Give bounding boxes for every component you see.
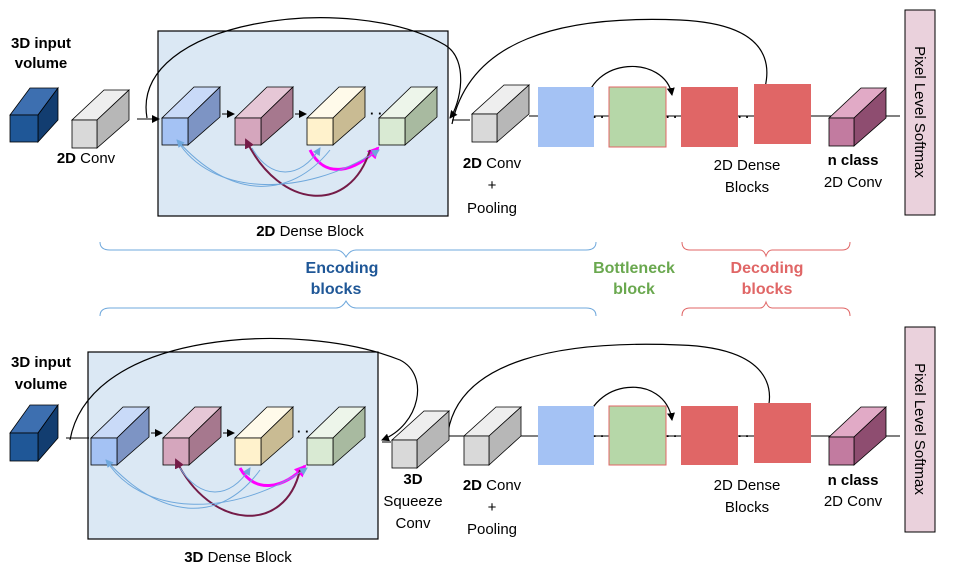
bottom-nclass-label-2: 2D Conv <box>824 493 883 510</box>
bottom-decoding-square-1 <box>681 406 738 465</box>
top-softmax-box <box>904 9 936 216</box>
top-input-label-1: 3D input <box>11 35 71 52</box>
top-pool-label-2: + <box>488 177 497 194</box>
top-dense-block-label: 2D Dense Block <box>256 223 364 240</box>
bottleneck-label-2: block <box>613 281 655 298</box>
bottom-pool-label-1: 2D Conv <box>463 477 522 494</box>
bottom-input-label-2: volume <box>15 376 68 393</box>
encoding-label-2: blocks <box>311 281 362 298</box>
top-input-cube <box>9 86 59 144</box>
top-decoding-square-2 <box>754 84 811 144</box>
bottom-softmax-box <box>904 326 936 533</box>
top-encoding-square <box>538 87 594 147</box>
top-conv-label: 2D Conv <box>57 150 116 167</box>
top-nclass-label-2: 2D Conv <box>824 174 883 191</box>
top-nclass-label-1: n class <box>828 152 879 169</box>
bottom-ellipsis-3: · · <box>738 429 749 443</box>
top-conv-cube <box>70 89 131 149</box>
bottom-dense-blocks-label-1: 2D Dense <box>714 477 781 494</box>
top-dense-cube-4 <box>378 86 438 146</box>
bottom-pool-label-2: + <box>488 499 497 516</box>
bottom-blue-arrow-2 <box>105 459 308 505</box>
top-pool-label-3: Pooling <box>467 200 517 217</box>
bottom-dense-cube-3 <box>234 406 294 466</box>
bottleneck-label-1: Bottleneck <box>593 260 675 277</box>
decoding-brace-bottom <box>681 300 851 317</box>
top-pool-cube <box>470 84 531 143</box>
bottom-dense-cube-4 <box>306 406 366 466</box>
encoding-label-1: Encoding <box>306 260 379 277</box>
top-nclass-cube <box>827 87 888 147</box>
top-dense-ellipsis: · · <box>370 106 382 121</box>
encoding-brace-top <box>99 241 597 259</box>
bottom-pool-label-3: Pooling <box>467 521 517 538</box>
bottom-dense-ellipsis: · · <box>297 424 309 439</box>
top-pool-label-1: 2D Conv <box>463 155 522 172</box>
decoding-label-2: blocks <box>742 281 793 298</box>
bottom-input-label-1: 3D input <box>11 354 71 371</box>
bottom-bottleneck-square <box>608 405 667 466</box>
bottom-ellipsis-1: · · <box>593 429 604 443</box>
top-architecture: 3D input volume 2D Conv <box>9 9 936 240</box>
bottom-dense-cube-1 <box>90 406 150 466</box>
bottom-skip-arc-outer <box>69 337 419 442</box>
top-dense-blocks-label-2: Blocks <box>725 179 769 196</box>
legend: Encoding blocks Bottleneck block Decodin… <box>99 241 851 317</box>
top-ellipsis-2: · · <box>666 110 677 124</box>
bottom-maroon-arrow <box>175 458 301 517</box>
decoding-label-1: Decoding <box>731 260 804 277</box>
top-blue-arrow-3 <box>251 147 321 173</box>
bottom-input-cube <box>9 403 59 463</box>
top-skip-arc-outer <box>145 17 462 119</box>
top-ellipsis-1: · · <box>593 110 604 124</box>
encoding-brace-bottom <box>99 299 597 317</box>
bottom-encoding-square <box>538 406 594 465</box>
bottom-dense-blocks-label-2: Blocks <box>725 499 769 516</box>
bottom-decoding-square-2 <box>754 403 811 463</box>
top-dense-cube-3 <box>306 86 366 146</box>
top-blue-arrow-2 <box>176 139 380 185</box>
bottom-blue-arrow-1 <box>105 459 261 509</box>
decoding-brace-top <box>681 241 851 258</box>
top-skip-arc-decoder <box>451 18 768 125</box>
bottom-blue-arrow-3 <box>179 467 251 493</box>
top-blue-arrow-1 <box>176 139 331 187</box>
top-input-label-2: volume <box>15 55 68 72</box>
top-ellipsis-3: · · <box>738 110 749 124</box>
bottom-architecture: 3D input volume · · <box>9 326 936 566</box>
bottom-skip-arc-decoder <box>447 343 770 433</box>
top-bottleneck-square <box>608 86 667 148</box>
bottom-pool-cube <box>462 406 523 466</box>
bottom-squeeze-label-3: Conv <box>395 515 431 532</box>
bottom-nclass-cube <box>827 406 888 466</box>
bottom-dense-block-label: 3D Dense Block <box>184 549 292 566</box>
bottom-squeeze-cube <box>390 410 451 469</box>
top-decoding-square-1 <box>681 87 738 147</box>
bottom-squeeze-label-1: 3D <box>403 471 422 488</box>
top-maroon-arrow <box>245 138 371 197</box>
top-softmax-label: Pixel Level Softmax <box>911 46 928 178</box>
bottom-ellipsis-2: · · <box>666 429 677 443</box>
bottom-nclass-label-1: n class <box>828 472 879 489</box>
bottom-softmax-label: Pixel Level Softmax <box>911 363 928 495</box>
top-dense-blocks-label-1: 2D Dense <box>714 157 781 174</box>
bottom-squeeze-label-2: Squeeze <box>383 493 442 510</box>
